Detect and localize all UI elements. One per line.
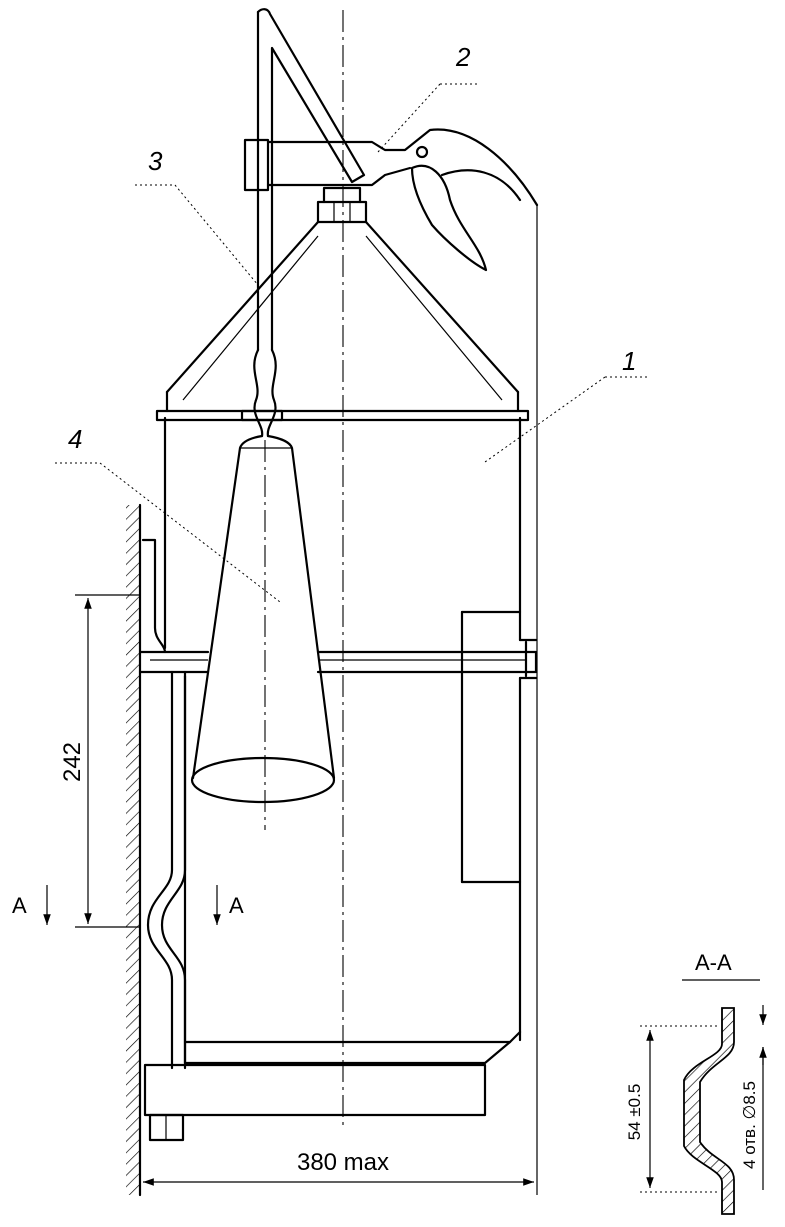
- section-aa-detail: A-A 54 ±0.5 4 отв. ∅8.5: [625, 950, 767, 1215]
- discharge-horn: [190, 434, 336, 830]
- discharge-head: [243, 8, 539, 292]
- dimension-242: 242: [59, 594, 140, 928]
- holes-text: 4 отв. ∅8.5: [740, 1081, 759, 1169]
- dimension-380: 380 max: [143, 205, 538, 1195]
- section-marks: A A: [12, 885, 244, 925]
- section-height-text: 54 ±0.5: [625, 1084, 644, 1141]
- callout-4: 4: [68, 424, 82, 454]
- hose: [240, 288, 284, 438]
- callout-3: 3: [148, 146, 163, 176]
- callout-1: 1: [622, 346, 636, 376]
- callout-2: 2: [455, 42, 471, 72]
- dimension-height-text: 242: [59, 742, 86, 782]
- mounting-bracket: [138, 538, 538, 1142]
- section-mark-left: A: [12, 893, 27, 918]
- section-title: A-A: [695, 950, 732, 975]
- cylinder-body: [155, 186, 530, 1065]
- dimension-width-text: 380 max: [297, 1149, 389, 1176]
- wall: [126, 503, 142, 1197]
- callouts: 1 2 3 4: [55, 42, 650, 603]
- section-mark-right: A: [229, 893, 244, 918]
